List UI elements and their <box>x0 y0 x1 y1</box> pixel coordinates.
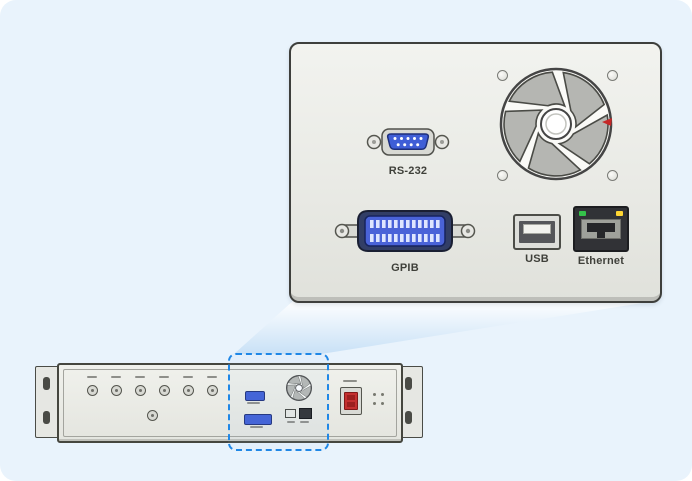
zoom-highlight-region <box>228 353 329 451</box>
power-label <box>343 380 357 382</box>
mini-rs232-icon <box>245 391 265 401</box>
screw-icon <box>607 170 618 181</box>
ethernet-port: Ethernet <box>573 206 629 267</box>
usb-tongue <box>523 224 551 234</box>
mini-usb-icon <box>285 409 296 418</box>
mini-rs232-label <box>247 402 260 404</box>
vent-hole <box>381 402 384 405</box>
gpib-label: GPIB <box>391 262 419 274</box>
usb-port: USB <box>513 214 561 265</box>
ethernet-slot <box>587 223 615 232</box>
gpib-icon <box>334 210 476 252</box>
ethernet-led-yellow <box>616 211 623 216</box>
rs232-db9-icon <box>366 128 450 156</box>
vent-hole <box>381 393 384 396</box>
silkscreen-label <box>135 376 145 378</box>
mounting-slot <box>405 411 412 424</box>
sma-connector <box>87 385 98 396</box>
sma-connector <box>183 385 194 396</box>
silkscreen-label <box>183 376 193 378</box>
vent-hole <box>373 402 376 405</box>
rs232-label: RS-232 <box>388 165 428 177</box>
sma-connector <box>207 385 218 396</box>
mini-ethernet-label <box>300 421 309 423</box>
mounting-slot <box>405 377 412 390</box>
power-switch-red <box>344 392 358 410</box>
mounting-slot <box>43 411 50 424</box>
mini-ethernet-icon <box>299 408 312 419</box>
rear-panel-face <box>63 369 397 437</box>
mini-gpib-icon <box>244 414 272 425</box>
screw-icon <box>497 170 508 181</box>
silkscreen-label <box>207 376 217 378</box>
ethernet-icon <box>573 206 629 252</box>
power-inlet <box>340 387 362 415</box>
mounting-slot <box>43 377 50 390</box>
mini-gpib-label <box>250 426 263 428</box>
sma-connector <box>147 410 158 421</box>
mini-usb-label <box>287 421 295 423</box>
screw-icon <box>497 70 508 81</box>
ethernet-notch <box>597 232 605 238</box>
rear-panel-body <box>57 363 403 443</box>
silkscreen-label <box>111 376 121 378</box>
gpib-connector: GPIB <box>330 203 480 274</box>
sma-connector <box>111 385 122 396</box>
fan-icon <box>494 62 613 186</box>
rs232-connector: RS-232 <box>366 122 450 177</box>
vent-hole <box>373 393 376 396</box>
detail-panel: RS-232 <box>289 42 662 303</box>
ethernet-led-green <box>579 211 586 216</box>
ethernet-label: Ethernet <box>577 255 625 267</box>
rear-panel-thumbnail <box>35 361 423 443</box>
sma-connector <box>135 385 146 396</box>
usb-icon <box>513 214 561 250</box>
silkscreen-label <box>159 376 169 378</box>
silkscreen-label <box>87 376 97 378</box>
sma-connector <box>159 385 170 396</box>
usb-label: USB <box>525 253 549 265</box>
mini-fan-icon <box>285 374 312 402</box>
screw-icon <box>607 70 618 81</box>
